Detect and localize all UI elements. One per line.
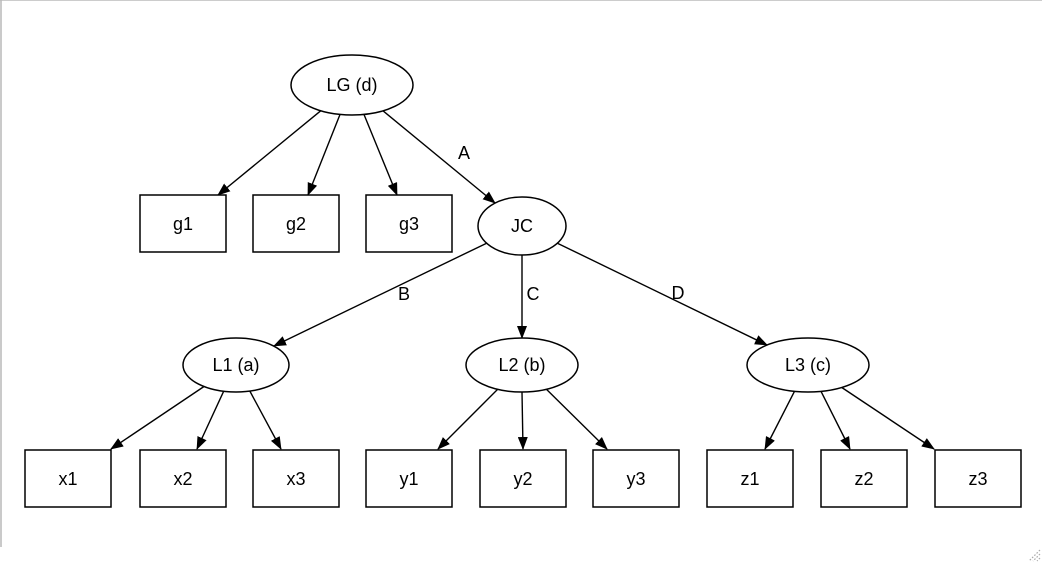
node-lg-label: LG (d) [326, 75, 377, 95]
edge-label-c: C [527, 284, 540, 304]
resize-grip-icon[interactable] [1028, 549, 1041, 562]
nodes: LG (d) g1 g2 g3 JC L1 (a) L2 (b) L3 [24, 54, 1022, 508]
edge-lg-g2 [307, 114, 341, 196]
node-jc-label: JC [511, 216, 533, 236]
node-z2-label: z2 [854, 469, 873, 489]
edge-l1-x3 [249, 390, 282, 450]
edge-label-d: D [672, 283, 685, 303]
node-x3-shape [252, 449, 340, 508]
node-g1: g1 [139, 194, 227, 253]
node-y3-shape [592, 449, 680, 508]
node-z3: z3 [934, 449, 1022, 508]
edge-label-b: B [398, 284, 410, 304]
node-y2-label: y2 [513, 469, 532, 489]
node-y1-label: y1 [399, 469, 418, 489]
node-jc: JC [477, 196, 567, 256]
edge-l2-y2 [517, 391, 528, 450]
edge-jc-l3 [557, 242, 768, 346]
node-x1: x1 [24, 449, 112, 508]
edge-label-a: A [458, 143, 470, 163]
node-x2-shape [139, 449, 227, 508]
node-lg: LG (d) [290, 54, 414, 116]
node-z1-shape [706, 449, 794, 508]
node-l2-shape [465, 337, 579, 393]
node-g1-label: g1 [173, 214, 193, 234]
node-l3-shape [746, 337, 870, 393]
node-g3: g3 [365, 194, 453, 253]
node-x2: x2 [139, 449, 227, 508]
edge-l3-z2 [820, 390, 851, 450]
edge-l2-y1 [437, 388, 499, 450]
node-x1-shape [24, 449, 112, 508]
node-l1-label: L1 (a) [212, 355, 259, 375]
edge-lg-g3 [363, 114, 398, 196]
node-y2-shape [479, 449, 567, 508]
node-x2-label: x2 [173, 469, 192, 489]
node-l3: L3 (c) [746, 337, 870, 393]
node-jc-shape [477, 196, 567, 256]
node-y1-shape [365, 449, 453, 508]
node-l3-label: L3 (c) [785, 355, 831, 375]
edge-l1-x2 [196, 390, 225, 450]
node-z1: z1 [706, 449, 794, 508]
node-y3: y3 [592, 449, 680, 508]
node-z2-shape [820, 449, 908, 508]
node-g3-label: g3 [399, 214, 419, 234]
node-z2: z2 [820, 449, 908, 508]
node-y1: y1 [365, 449, 453, 508]
node-x3-label: x3 [286, 469, 305, 489]
node-g1-shape [139, 194, 227, 253]
edge-l3-z1 [764, 390, 796, 450]
node-g2-shape [252, 194, 340, 253]
node-x3: x3 [252, 449, 340, 508]
edge-l3-z3 [841, 386, 935, 450]
node-g3-shape [365, 194, 453, 253]
node-g2-label: g2 [286, 214, 306, 234]
node-z3-label: z3 [968, 469, 987, 489]
node-l2-label: L2 (b) [498, 355, 545, 375]
node-x1-label: x1 [58, 469, 77, 489]
edge-l2-y3 [545, 388, 608, 450]
node-z1-label: z1 [740, 469, 759, 489]
node-lg-shape [290, 54, 414, 116]
edges: A B C D [110, 110, 935, 450]
node-l1: L1 (a) [182, 337, 290, 393]
edge-l1-x1 [110, 385, 205, 450]
edge-jc-l1 [273, 242, 487, 347]
node-y3-label: y3 [626, 469, 645, 489]
node-l1-shape [182, 337, 290, 393]
node-l2: L2 (b) [465, 337, 579, 393]
node-z3-shape [934, 449, 1022, 508]
node-g2: g2 [252, 194, 340, 253]
edge-lg-g1 [217, 110, 322, 196]
edge-lg-jc [382, 110, 496, 204]
node-y2: y2 [479, 449, 567, 508]
